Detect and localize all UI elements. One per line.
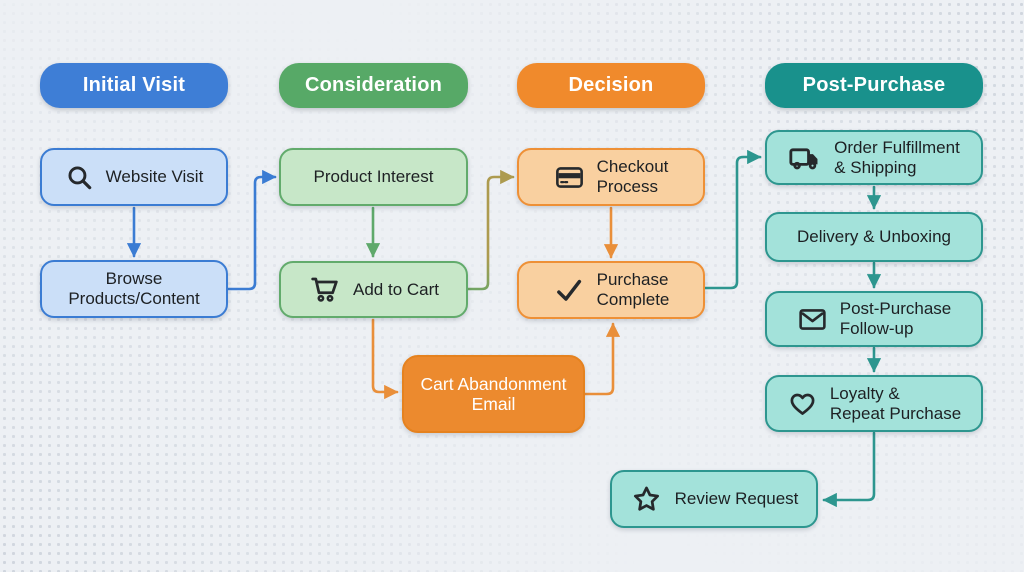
node-label: Order Fulfillment & Shipping xyxy=(834,137,960,177)
node-label: Browse Products/Content xyxy=(68,269,200,308)
stage-label: Consideration xyxy=(304,74,443,96)
node-label: Product Interest xyxy=(313,167,434,187)
node-delivery-unboxing: Delivery & Unboxing xyxy=(765,212,983,262)
cart-icon xyxy=(308,273,341,306)
node-label: Purchase Complete xyxy=(596,270,670,309)
stage-decision: Decision xyxy=(517,63,705,108)
node-label: Cart Abandonment Email xyxy=(420,373,567,414)
search-icon xyxy=(65,163,94,192)
check-icon xyxy=(553,274,585,306)
stage-consideration: Consideration xyxy=(279,63,468,108)
stage-post-purchase: Post-Purchase xyxy=(765,63,983,108)
node-order-fulfillment: Order Fulfillment & Shipping xyxy=(765,130,983,185)
node-label: Review Request xyxy=(674,489,799,509)
node-label: Loyalty & Repeat Purchase xyxy=(829,383,962,423)
credit-card-icon xyxy=(554,162,585,193)
node-label: Post-Purchase Follow-up xyxy=(839,299,952,338)
heart-icon xyxy=(787,388,818,419)
node-loyalty-repeat-purchase: Loyalty & Repeat Purchase xyxy=(765,375,983,432)
node-website-visit: Website Visit xyxy=(40,148,228,206)
node-label: Website Visit xyxy=(105,167,204,187)
stage-label: Decision xyxy=(568,74,654,96)
node-label: Add to Cart xyxy=(353,279,439,299)
arrow-purchase-complete-to-order-fulfillment xyxy=(703,149,762,290)
node-post-purchase-followup: Post-Purchase Follow-up xyxy=(765,291,983,347)
mail-icon xyxy=(797,304,828,335)
node-browse-products: Browse Products/Content xyxy=(40,260,228,318)
arrow-loyalty-to-review-request xyxy=(822,431,876,508)
star-icon xyxy=(630,483,663,516)
node-label: Checkout Process xyxy=(596,157,669,196)
arrow-add-to-cart-to-cart-abandonment xyxy=(371,318,399,400)
truck-icon xyxy=(788,141,822,175)
node-cart-abandonment-email: Cart Abandonment Email xyxy=(402,355,585,433)
node-label: Delivery & Unboxing xyxy=(796,227,951,247)
node-add-to-cart: Add to Cart xyxy=(279,261,468,318)
stage-initial-visit: Initial Visit xyxy=(40,63,228,108)
node-product-interest: Product Interest xyxy=(279,148,468,206)
stage-label: Post-Purchase xyxy=(802,74,946,96)
node-review-request: Review Request xyxy=(610,470,818,528)
node-purchase-complete: Purchase Complete xyxy=(517,261,705,319)
stage-label: Initial Visit xyxy=(82,74,186,96)
arrow-cart-abandonment-to-purchase-complete xyxy=(583,322,621,396)
arrow-add-to-cart-to-checkout xyxy=(466,169,515,291)
node-checkout-process: Checkout Process xyxy=(517,148,705,206)
arrow-browse-to-product-interest xyxy=(226,169,277,291)
